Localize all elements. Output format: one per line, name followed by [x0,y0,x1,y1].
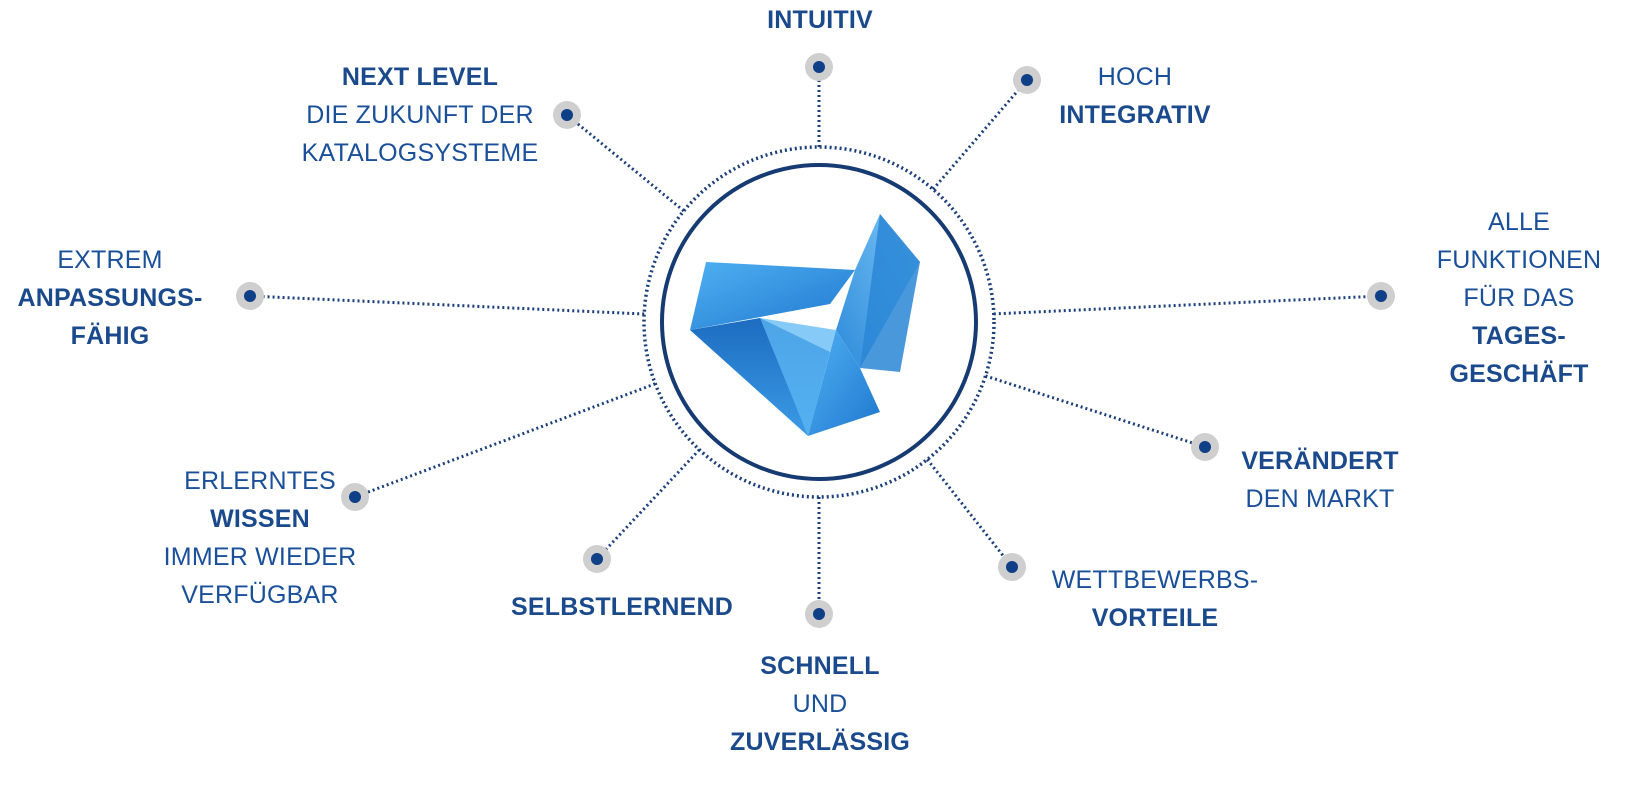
feature-label-hoch-integrativ: HOCH INTEGRATIV [1059,63,1211,129]
dot-alle-funktionen [1375,290,1387,302]
dot-schnell-zuverlaessig [813,608,825,620]
feature-label-alle-funktionen: ALLE FUNKTIONEN FÜR DAS TAGES- GESCHÄFT [1436,208,1602,388]
connector-line-veraendert-markt [985,374,1206,449]
dot-intuitiv [813,61,825,73]
connector-line-selbstlernend [595,448,701,561]
connector-line-next-level [566,113,685,213]
feature-label-extrem-anpassungsfaehig: EXTREM ANPASSUNGS- FÄHIG [17,246,203,350]
feature-label-veraendert-markt: VERÄNDERT DEN MARKT [1241,447,1399,513]
ribbon-logo-icon [690,214,920,436]
outer-dotted-ring [642,145,996,499]
connector-line-alle-funktionen [993,294,1382,316]
connector-dots [236,53,1395,628]
connector-line-wettbewerbsvorteile [926,458,1014,568]
feature-label-erlerntes-wissen: ERLERNTES WISSEN IMMER WIEDER VERFÜGBAR [163,467,357,609]
feature-label-wettbewerbsvorteile: WETTBEWERBS- VORTEILE [1051,566,1259,632]
feature-label-schnell-zuverlaessig: SCHNELL UND ZUVERLÄSSIG [730,652,910,756]
feature-label-next-level: NEXT LEVEL DIE ZUKUNFT DER KATALOGSYSTEM… [301,63,539,167]
feature-label-selbstlernend: SELBSTLERNEND [510,593,734,621]
dot-veraendert-markt [1199,441,1211,453]
dot-next-level [561,109,573,121]
dot-extrem-anpassungsfaehig [244,290,256,302]
connector-line-hoch-integrativ [931,79,1029,191]
connector-line-extrem-anpassungsfaehig [249,294,645,316]
dot-hoch-integrativ [1021,74,1033,86]
dot-selbstlernend [591,553,603,565]
dot-wettbewerbsvorteile [1006,561,1018,573]
connector-line-erlerntes-wissen [354,382,656,499]
dot-erlerntes-wissen [349,491,361,503]
feature-label-intuitiv: INTUITIV [767,6,873,34]
